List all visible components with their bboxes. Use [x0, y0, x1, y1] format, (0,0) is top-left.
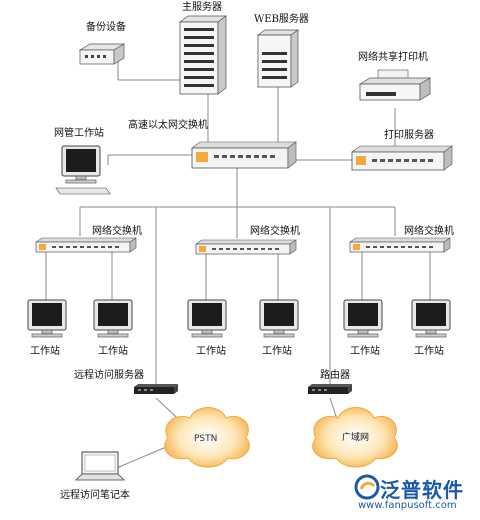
network-printer [358, 69, 432, 101]
label-network-mgmt: 网管工作站 [54, 128, 104, 139]
remote-laptop [75, 451, 125, 481]
label-workstation-4: 工作站 [262, 346, 292, 357]
workstation-4 [259, 299, 299, 338]
brand-logo-icon [354, 474, 380, 500]
pstn-cloud [164, 407, 250, 468]
connection-lines [45, 58, 431, 471]
label-network-printer: 网络共享打印机 [358, 52, 428, 63]
workstation-1 [27, 299, 67, 338]
label-web-server: WEB服务器 [254, 14, 309, 25]
brand-watermark: 泛普软件 www.fanpusoft.com [350, 472, 478, 518]
workstation-5 [343, 299, 383, 338]
label-switch-left: 网络交换机 [92, 226, 142, 237]
label-switch-middle: 网络交换机 [250, 226, 300, 237]
label-wan: 广域网 [342, 433, 370, 443]
workstation-6 [411, 299, 451, 338]
label-backup-device: 备份设备 [86, 22, 126, 33]
label-print-server: 打印服务器 [384, 130, 434, 141]
print-server [351, 145, 453, 171]
label-workstation-5: 工作站 [350, 346, 380, 357]
remote-access-server [134, 384, 178, 394]
main-server [178, 15, 228, 95]
label-pstn: PSTN [194, 434, 218, 444]
label-workstation-1: 工作站 [30, 346, 60, 357]
network-mgmt-workstation [55, 145, 111, 195]
label-remote-laptop: 远程访问笔记本 [60, 490, 130, 501]
brand-url: www.fanpusoft.com [358, 500, 457, 511]
workstation-3 [187, 299, 227, 338]
label-workstation-3: 工作站 [196, 346, 226, 357]
label-switch-right: 网络交换机 [404, 226, 454, 237]
label-ethernet-switch: 高速以太网交换机 [128, 120, 208, 131]
switch-middle [195, 239, 297, 255]
router [308, 384, 352, 394]
switch-right [349, 237, 451, 253]
label-main-server: 主服务器 [182, 2, 222, 13]
ethernet-switch [191, 141, 297, 169]
label-remote-access-server: 远程访问服务器 [74, 370, 144, 381]
label-workstation-2: 工作站 [98, 346, 128, 357]
label-workstation-6: 工作站 [414, 346, 444, 357]
web-server [256, 29, 300, 88]
switch-left [35, 237, 137, 253]
wan-cloud [312, 407, 398, 468]
workstation-2 [93, 299, 133, 338]
label-router: 路由器 [320, 370, 350, 381]
brand-name: 泛普软件 [380, 478, 464, 502]
backup-device [78, 43, 126, 65]
